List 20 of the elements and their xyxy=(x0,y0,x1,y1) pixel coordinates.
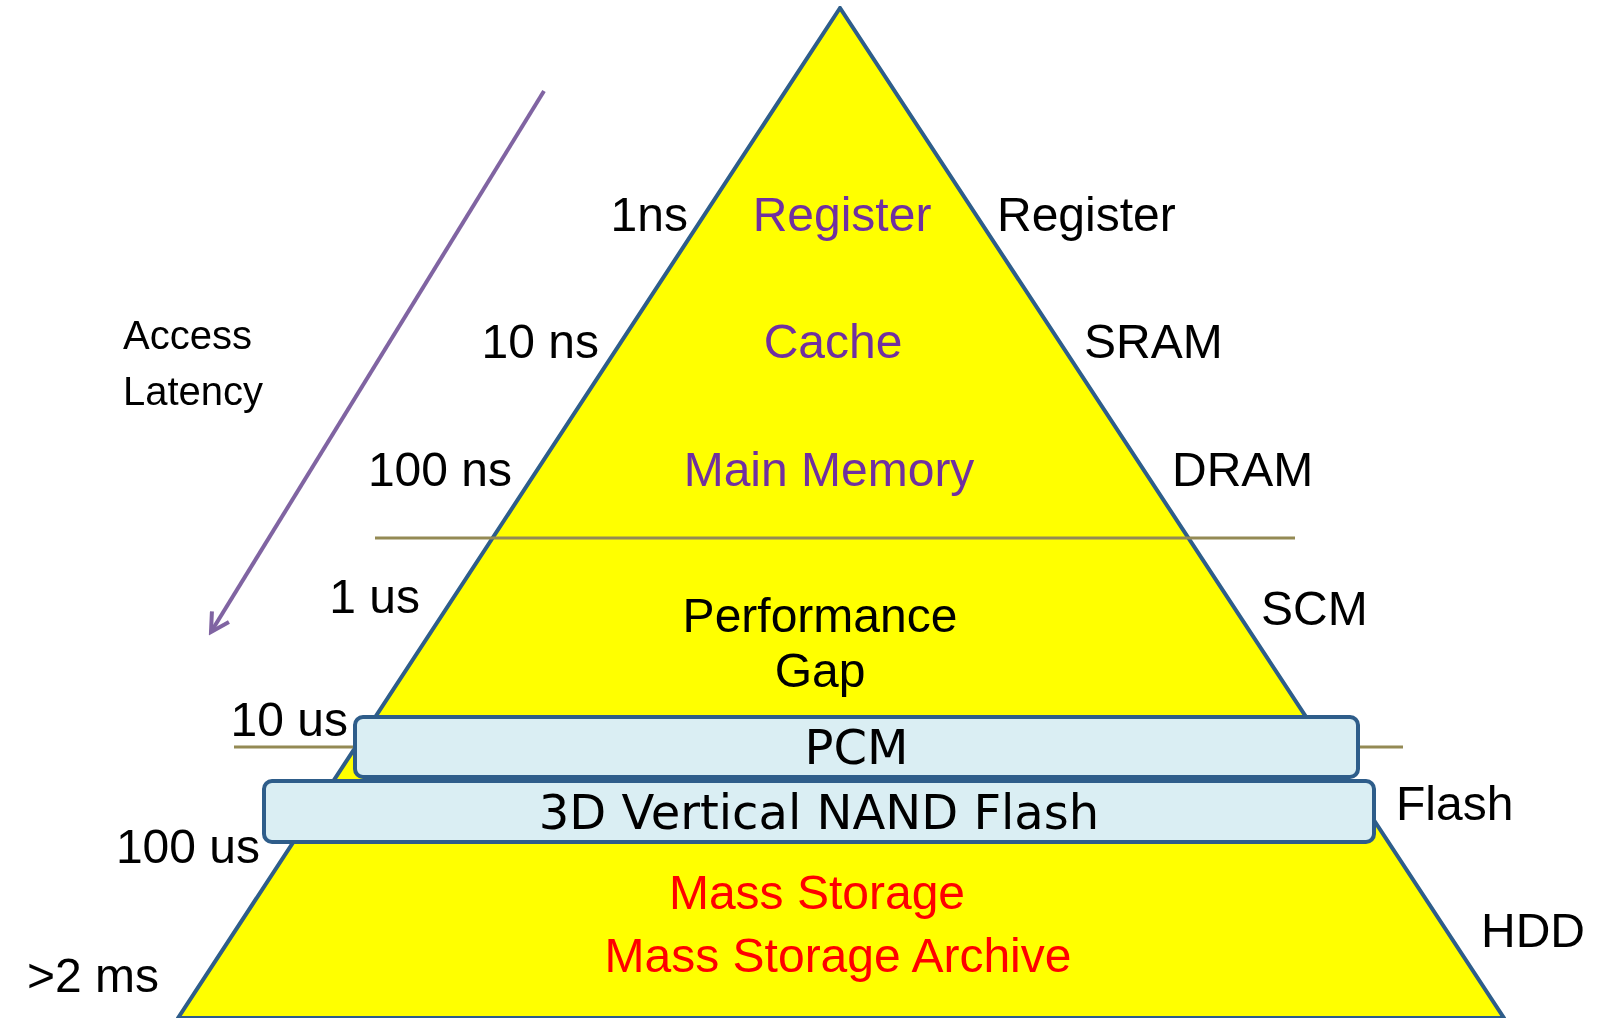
tier-label: Mass Storage xyxy=(668,865,966,921)
tier-label: Main Memory xyxy=(683,442,975,498)
latency-value: 1 us xyxy=(329,569,420,625)
tier-label: Performance Gap xyxy=(681,587,959,699)
memory-type: SCM xyxy=(1261,581,1368,637)
axis-title: Access Latency xyxy=(123,312,265,415)
latency-value: >2 ms xyxy=(26,948,159,1004)
memory-type: Register xyxy=(997,187,1176,243)
latency-value: 10 ns xyxy=(481,314,599,370)
latency-value: 10 us xyxy=(230,692,348,748)
latency-value: 1ns xyxy=(610,187,688,243)
latency-value: 100 ns xyxy=(367,442,512,498)
tier-label: Cache xyxy=(763,314,903,370)
tier-label: Mass Storage Archive xyxy=(604,928,1072,984)
memory-type: HDD xyxy=(1481,903,1585,959)
memory-type: DRAM xyxy=(1172,442,1314,498)
memory-type: Flash xyxy=(1396,776,1514,832)
memory-type: SRAM xyxy=(1084,314,1223,370)
tier-label: Register xyxy=(752,187,932,243)
latency-value: 100 us xyxy=(115,819,260,875)
